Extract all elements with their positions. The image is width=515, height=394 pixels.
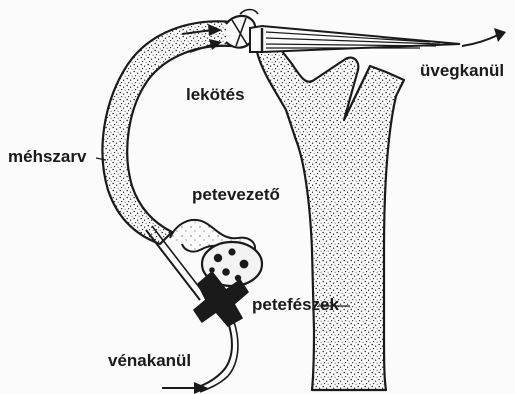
uterine-horn	[102, 21, 232, 244]
glass-cannula	[250, 26, 460, 52]
label-oviduct: petevezető	[192, 186, 280, 203]
uterus-body	[257, 41, 404, 390]
label-uterine-horn: méhszarv	[8, 148, 86, 165]
label-ovary: petefészek	[252, 296, 339, 313]
label-vein-cannula: vénakanül	[108, 352, 191, 369]
outflow-arrow	[462, 28, 506, 46]
label-ligation: lekötés	[186, 86, 245, 103]
label-glass-cannula: üvegkanül	[420, 62, 504, 79]
